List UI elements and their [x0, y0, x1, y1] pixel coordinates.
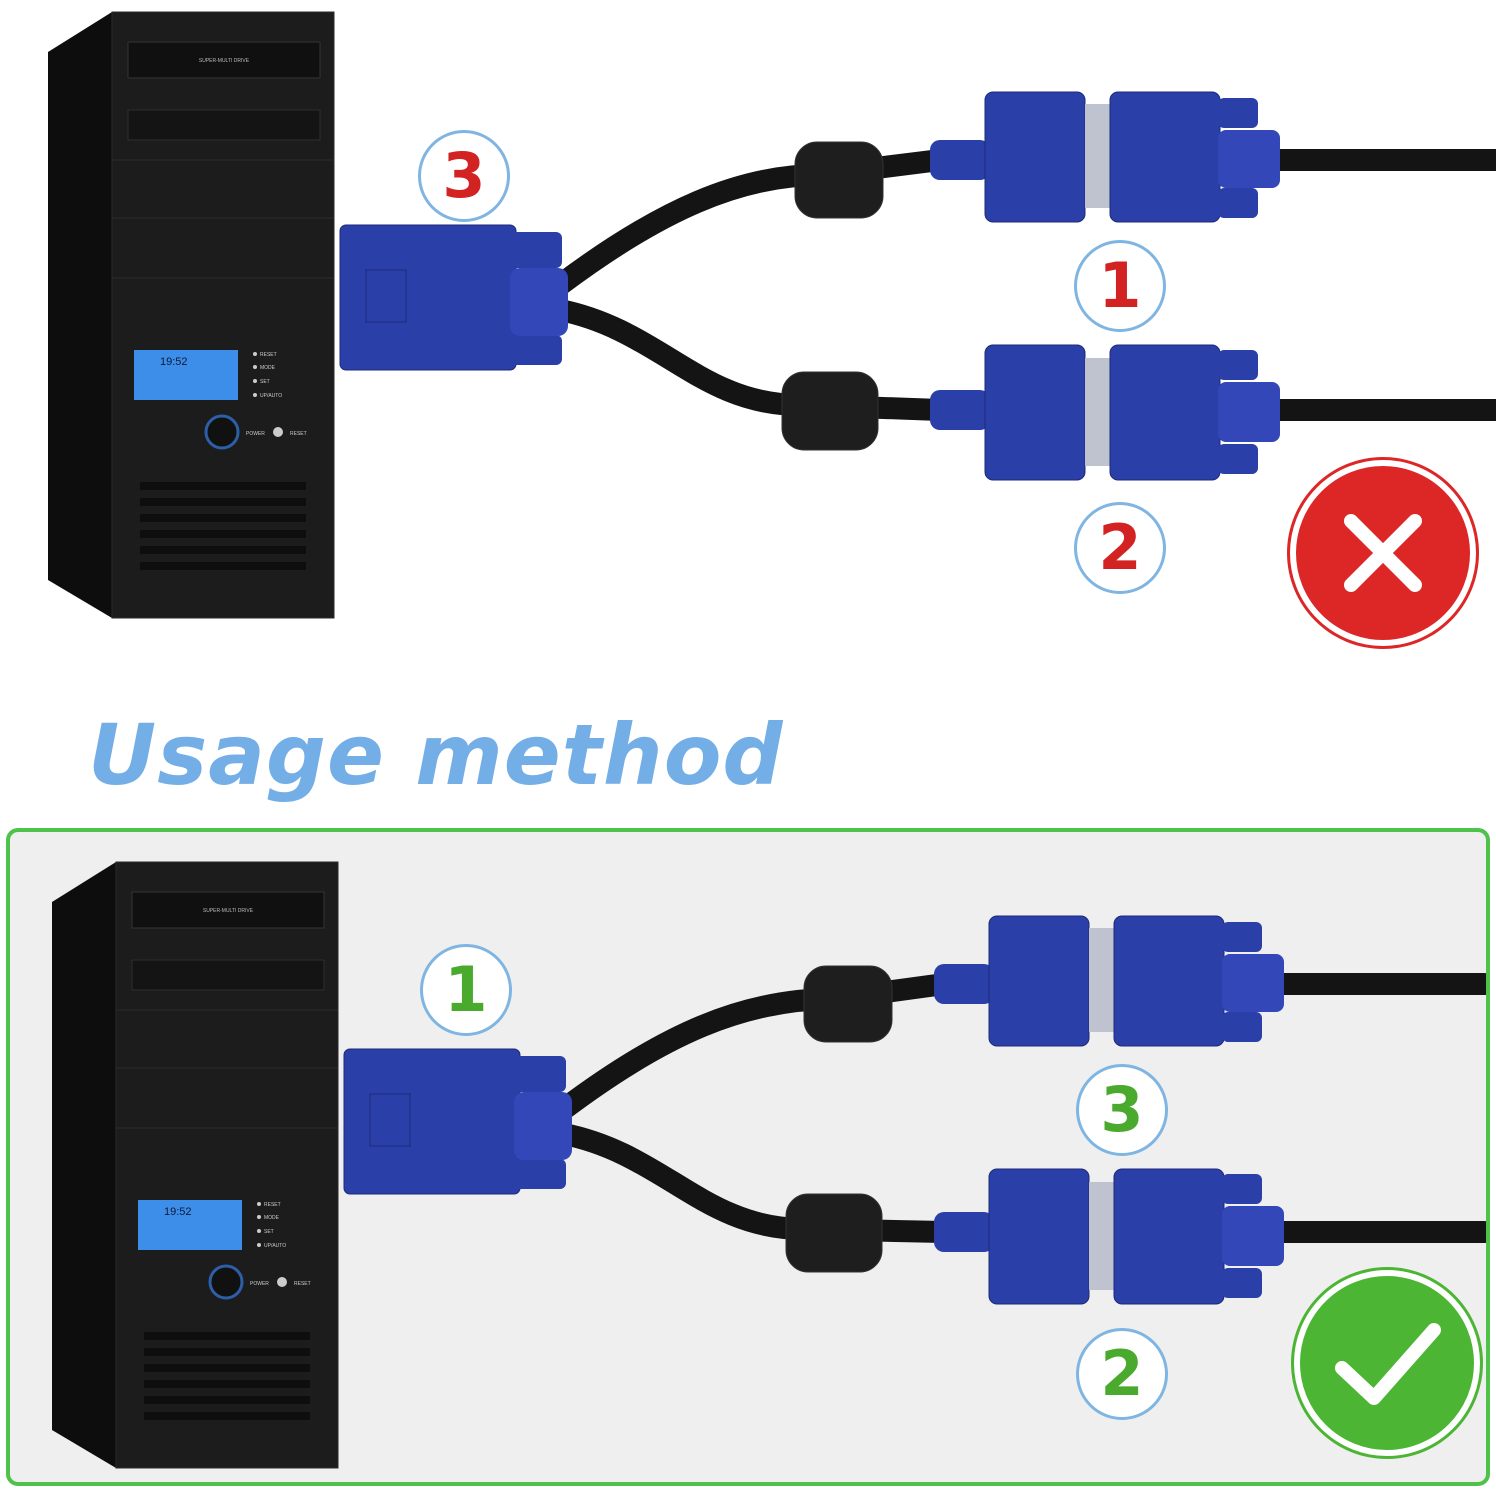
ferrite-cores	[785, 965, 893, 1273]
upper-connector-number-badge: 1	[1074, 240, 1166, 332]
svg-text:SET: SET	[264, 1229, 274, 1235]
x-mark-icon	[1344, 514, 1422, 592]
svg-text:SUPER-MULTI DRIVE: SUPER-MULTI DRIVE	[199, 58, 250, 64]
ferrite-cores	[781, 141, 884, 451]
vga-connector-lower	[934, 1168, 1284, 1305]
wrong-usage-illustration: SUPER-MULTI DRIVE 19:52 RESET MODE SET U…	[48, 11, 1496, 619]
vga-connector-lower	[930, 344, 1280, 481]
svg-text:POWER: POWER	[246, 431, 265, 437]
svg-text:MODE: MODE	[260, 365, 276, 371]
svg-text:19:52: 19:52	[160, 356, 188, 368]
svg-text:RESET: RESET	[260, 352, 277, 358]
svg-text:RESET: RESET	[290, 431, 307, 437]
upper-connector-number-badge: 3	[1076, 1064, 1168, 1156]
pc-tower: SUPER-MULTI DRIVE 19:52 RESET MODE SET U…	[48, 11, 335, 619]
correct-status-badge	[1294, 1270, 1480, 1456]
lower-connector-number-badge: 2	[1074, 502, 1166, 594]
svg-text:UP/AUTO: UP/AUTO	[264, 1243, 286, 1249]
svg-text:UP/AUTO: UP/AUTO	[260, 393, 282, 399]
pc-connector-number-badge: 1	[420, 944, 512, 1036]
vga-plug-pc	[339, 224, 568, 371]
wrong-status-badge	[1290, 460, 1476, 646]
correct-usage-illustration: SUPER-MULTI DRIVE 19:52 RESET MODE SET U…	[52, 861, 1486, 1469]
pc-tower: SUPER-MULTI DRIVE 19:52 RESET MODE SET U…	[52, 861, 339, 1469]
check-mark-icon	[1335, 1323, 1441, 1405]
svg-text:19:52: 19:52	[164, 1206, 192, 1218]
svg-text:SET: SET	[260, 379, 270, 385]
svg-text:MODE: MODE	[264, 1215, 280, 1221]
usage-method-heading: Usage method	[88, 706, 784, 804]
vga-plug-pc	[343, 1048, 572, 1195]
svg-text:RESET: RESET	[294, 1281, 311, 1287]
vga-connector-upper	[934, 915, 1284, 1047]
svg-text:SUPER-MULTI DRIVE: SUPER-MULTI DRIVE	[203, 908, 254, 914]
pc-connector-number-badge: 3	[418, 130, 510, 222]
correct-usage-panel: SUPER-MULTI DRIVE 19:52 RESET MODE SET U…	[6, 828, 1490, 1486]
wrong-usage-panel: SUPER-MULTI DRIVE 19:52 RESET MODE SET U…	[0, 0, 1496, 700]
svg-text:POWER: POWER	[250, 1281, 269, 1287]
svg-text:RESET: RESET	[264, 1202, 281, 1208]
lower-connector-number-badge: 2	[1076, 1328, 1168, 1420]
vga-connector-upper	[930, 91, 1280, 223]
